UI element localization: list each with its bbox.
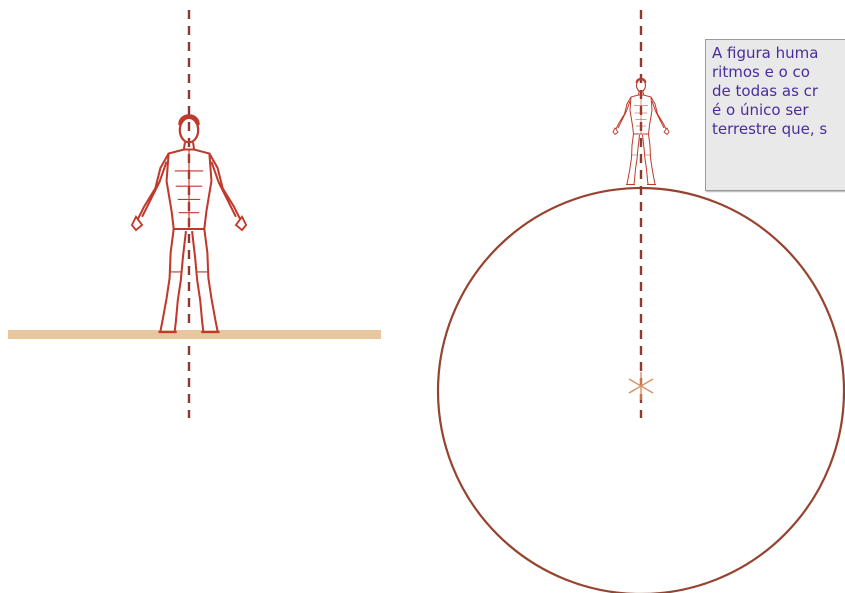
callout-line-2: ritmos e o co xyxy=(712,63,845,82)
callout-line-5: terrestre que, s xyxy=(712,120,845,139)
callout-line-3: de todas as cr xyxy=(712,82,845,101)
callout-line-4: é o único ser xyxy=(712,101,845,120)
asterisk-center-icon xyxy=(629,372,653,400)
text-callout: A figura huma ritmos e o co de todas as … xyxy=(705,39,845,191)
callout-line-1: A figura huma xyxy=(712,44,845,63)
ground-plane xyxy=(8,330,381,339)
